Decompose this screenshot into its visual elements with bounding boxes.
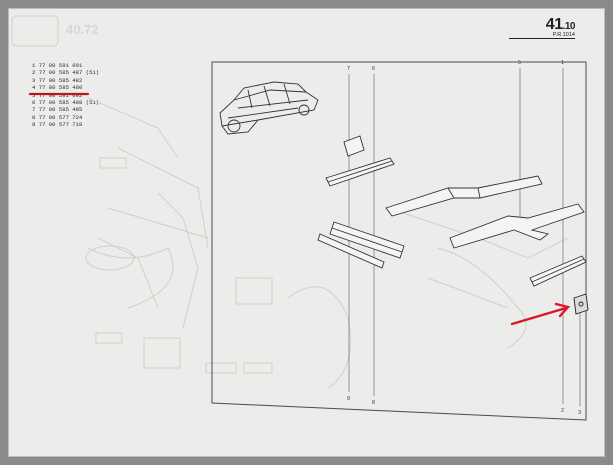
part-list-item: 1 77 00 591 091: [32, 62, 99, 69]
part-index: 8: [32, 113, 36, 121]
part-ref: 77 00 585 485: [38, 106, 83, 114]
part-list-item: 7 77 00 585 485: [32, 106, 99, 113]
part-note: (51): [85, 69, 100, 77]
part-list: 1 77 00 591 091 2 77 00 585 487 (51)3 77…: [32, 62, 99, 129]
part-ref: 77 00 585 480: [38, 84, 83, 92]
part-index: 7: [32, 106, 36, 114]
section-number: 41.10: [545, 16, 576, 33]
callout-9: 9: [347, 396, 350, 402]
part-ref: 77 00 591 091: [38, 62, 83, 69]
part-ref: 77 00 585 487: [38, 69, 83, 77]
part-rail-6: [325, 157, 395, 187]
ghost-page-number: 40.72: [66, 22, 99, 37]
part-list-item: 9 77 00 577 718: [32, 121, 99, 128]
part-floor-member: [449, 203, 585, 249]
part-rail-2: [529, 255, 587, 287]
part-list-item: 6 77 00 585 488 (51): [32, 99, 99, 106]
part-index: 2: [32, 69, 36, 77]
part-index: 4: [32, 84, 36, 92]
callout-6: 6: [372, 66, 375, 72]
callout-2: 2: [561, 408, 564, 414]
part-ref: 77 00 585 482: [38, 76, 83, 84]
section-header: 41.10 P.R.1014: [509, 16, 576, 40]
callout-1: 1: [561, 60, 564, 66]
part-list-item: 8 77 00 577 724: [32, 114, 99, 121]
part-index: 6: [32, 99, 36, 107]
ghost-background-drawing: [11, 15, 569, 389]
callout-7: 7: [347, 66, 350, 72]
callout-8: 8: [372, 400, 375, 406]
section-ref: P.R.1014: [552, 32, 575, 38]
part-sill-8: [329, 221, 405, 259]
part-ref: 77 00 577 718: [38, 121, 83, 129]
part-index: 5: [32, 91, 36, 99]
part-list-item: 5 77 00 591 092: [32, 92, 99, 99]
part-index: 3: [32, 76, 36, 84]
callout-5: 5: [518, 60, 521, 66]
part-list-item: 3 77 00 585 482: [32, 77, 99, 84]
part-side-member-5: [385, 175, 543, 217]
part-note: (51): [85, 99, 100, 107]
part-list-item: 2 77 00 585 487 (51): [32, 69, 99, 76]
part-index: 1: [32, 62, 36, 69]
part-sill-9: [317, 233, 385, 269]
part-small-bracket-3: [573, 293, 589, 315]
section-rule: [509, 38, 575, 40]
part-ref: 77 00 577 724: [38, 113, 83, 121]
diagram-frame: [211, 61, 587, 421]
car-body-thumbnail: [219, 81, 319, 135]
highlight-arrow: [510, 302, 571, 326]
part-ref: 77 00 591 092: [38, 91, 83, 99]
diagram-area: 7 6 5 1 9 8 2 3: [11, 15, 589, 421]
callout-3: 3: [578, 410, 581, 416]
catalog-page: 40.72 41.10 P.R.1014 1 77 00 591 091 2 7…: [8, 8, 605, 457]
part-bracket-7: [343, 135, 365, 157]
part-ref: 77 00 585 488: [38, 99, 83, 107]
part-list-item: 4 77 00 585 480: [32, 84, 99, 91]
part-index: 9: [32, 121, 36, 129]
